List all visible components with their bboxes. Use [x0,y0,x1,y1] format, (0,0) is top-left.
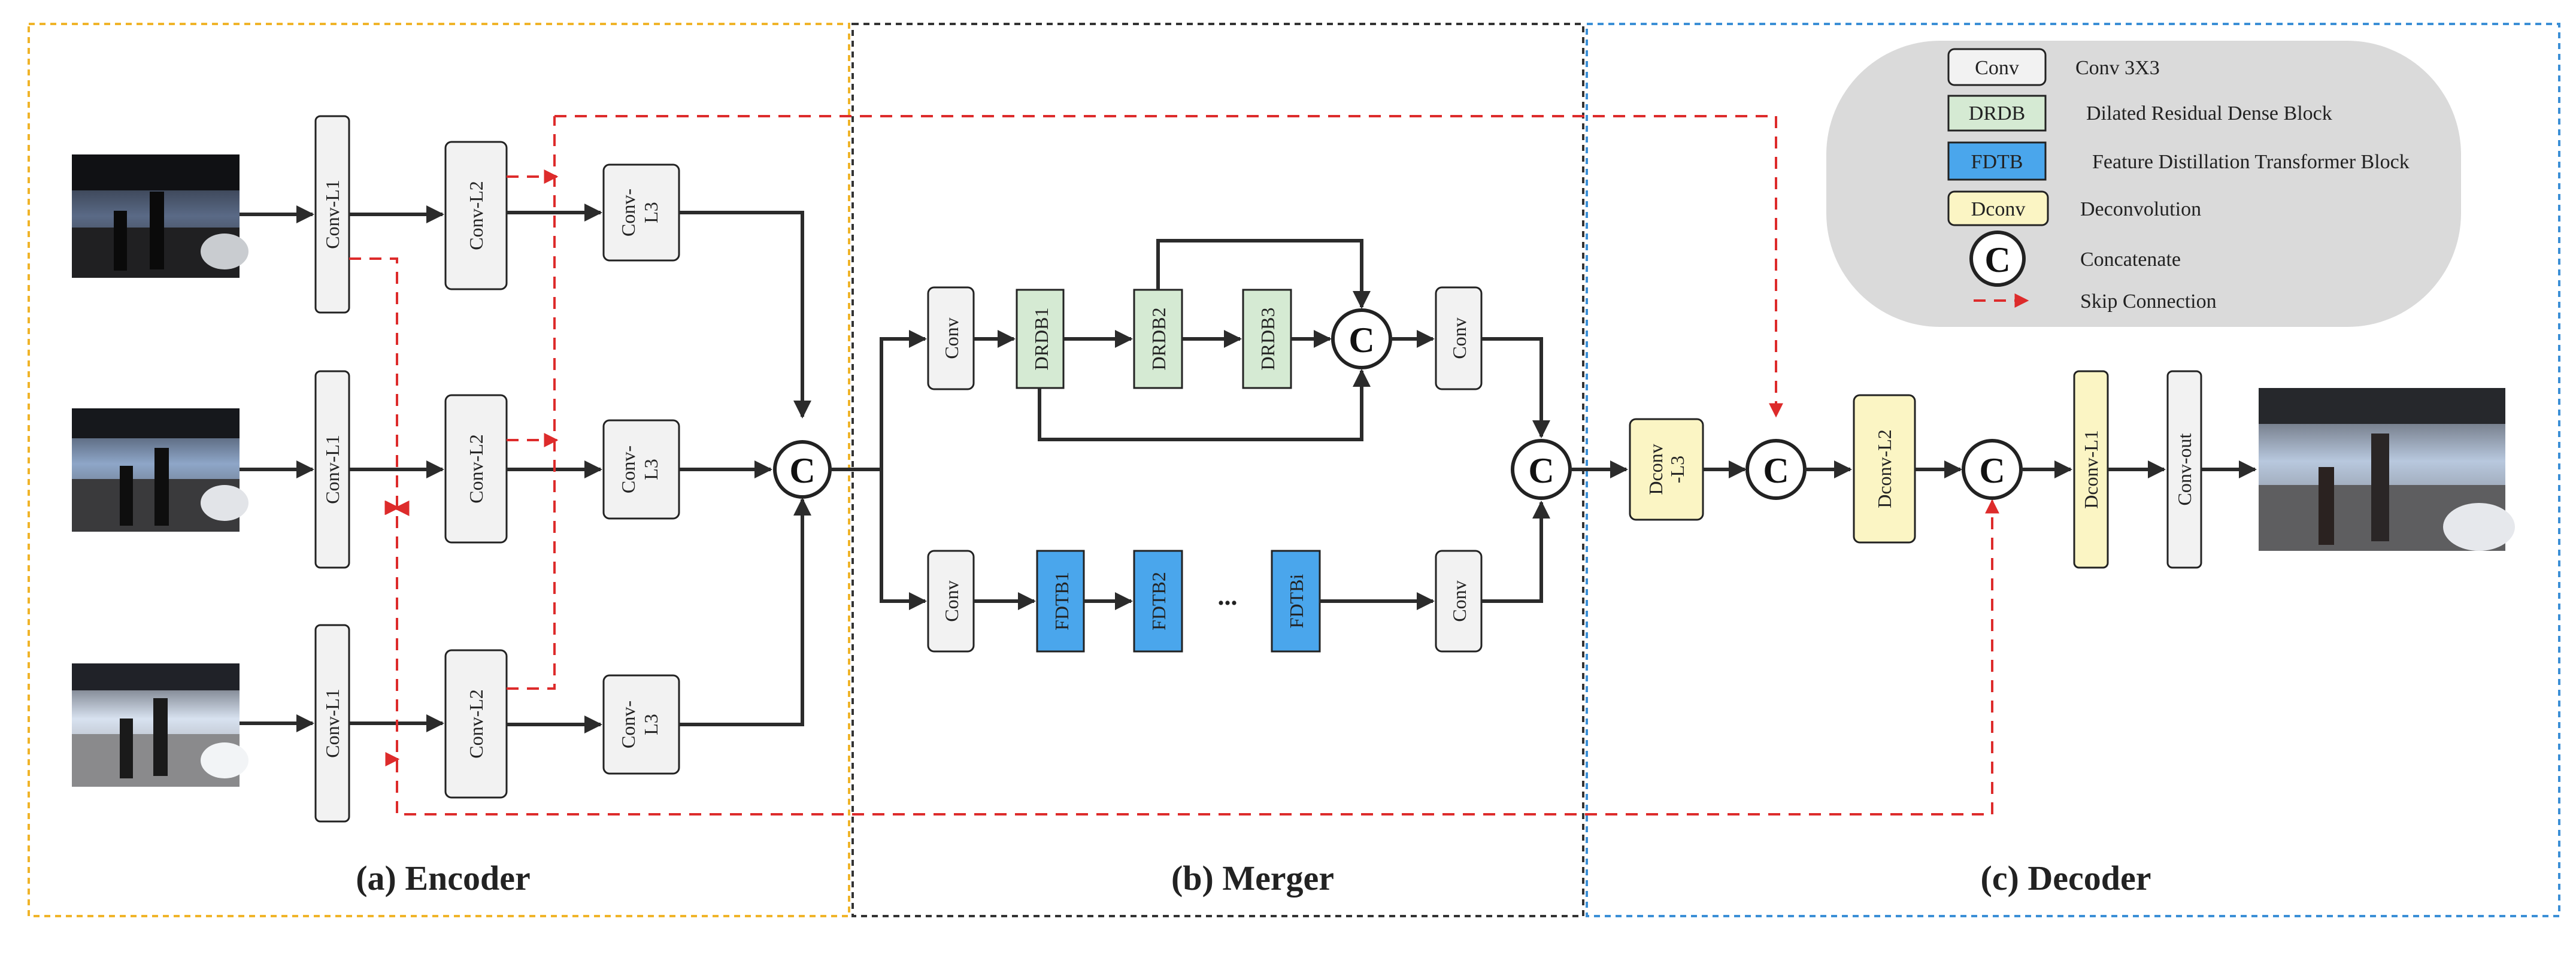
merger-conv-top-2-label: Conv [1448,317,1470,359]
dconv-l3-label-a: Dconv [1645,444,1666,495]
fdtb2-block [1133,550,1183,653]
legend-fdtb-key: FDTB [1971,151,2023,173]
merger-title: (b) Merger [1171,859,1334,898]
legend-concat-desc: Concatenate [2080,248,2181,271]
dconv-l1-label: Dconv-L1 [2080,430,2102,509]
conv-out-label: Conv-out [2174,433,2195,505]
conv-l3-label-3a: Conv- [617,701,639,748]
legend-concat-key: C [1984,240,2010,280]
conv-l3-label-1a: Conv- [617,189,639,237]
dconv-l2-label: Dconv-L2 [1874,429,1895,508]
encoder-concat-label: C [789,451,815,490]
conv-l1-label-2: Conv-L1 [322,435,343,504]
fdtbi-label: FDTBi [1286,574,1307,629]
conv-l3-label-2b: L3 [640,459,662,480]
merger-concat-label: C [1348,320,1374,360]
decoder-title: (c) Decoder [1981,859,2151,898]
merger-conv-bottom-2-label: Conv [1448,580,1470,622]
input-image-2 [72,408,248,532]
legend-dconv-swatch [1947,190,2049,226]
conv-l1-label-1: Conv-L1 [322,180,343,249]
conv-l3-label-1b: L3 [640,202,662,223]
conv-l1-label-3: Conv-L1 [322,689,343,758]
legend-drdb-swatch [1947,95,2047,132]
conv-l2-label-3: Conv-L2 [465,689,487,759]
drdb3-block [1242,289,1292,389]
output-image [2259,388,2515,551]
fdtb1-label: FDTB1 [1051,572,1072,630]
legend-panel [1826,41,2461,327]
decoder-region [1586,23,2560,917]
legend-dconv-desc: Deconvolution [2080,198,2201,220]
input-image-1 [72,154,248,278]
legend-drdb-desc: Dilated Residual Dense Block [2086,102,2332,125]
legend-conv-swatch [1947,48,2047,86]
legend-conv-desc: Conv 3X3 [2075,57,2160,79]
fdtb2-label: FDTB2 [1148,572,1169,630]
encoder-title: (a) Encoder [356,859,531,898]
merger-conv-bottom-1-label: Conv [941,580,962,622]
dconv-l3-label-b: -L3 [1666,456,1688,483]
decoder-concat-label-2: C [1979,451,2005,490]
legend-fdtb-swatch [1947,141,2047,181]
conv-l3-label-3b: L3 [640,714,662,735]
conv-l3-label-2a: Conv- [617,445,639,493]
decoder-concat-label-1: C [1763,451,1789,490]
legend-concat-symbol [1969,231,2026,287]
merger-region [851,23,1584,917]
input-image-3 [72,663,248,787]
drdb2-block [1133,289,1183,389]
merger-conv-top-1-label: Conv [941,317,962,359]
legend-dconv-key: Dconv [1971,198,2026,220]
legend-skip-desc: Skip Connection [2080,290,2217,313]
drdb2-label: DRDB2 [1148,308,1169,371]
fdtbi-block [1271,550,1321,653]
legend-drdb-key: DRDB [1969,102,2025,125]
drdb1-label: DRDB1 [1031,308,1052,371]
fdtb-ellipsis: ... [1218,581,1238,611]
drdb3-label: DRDB3 [1257,308,1278,371]
conv-l2-label-1: Conv-L2 [465,181,487,250]
legend-fdtb-desc: Feature Distillation Transformer Block [2092,151,2410,173]
legend-conv-key: Conv [1975,57,2019,79]
conv-l2-block-1 [444,141,508,290]
conv-l2-label-2: Conv-L2 [465,434,487,504]
drdb1-block [1016,289,1065,389]
merger-output-concat-label: C [1528,451,1554,490]
